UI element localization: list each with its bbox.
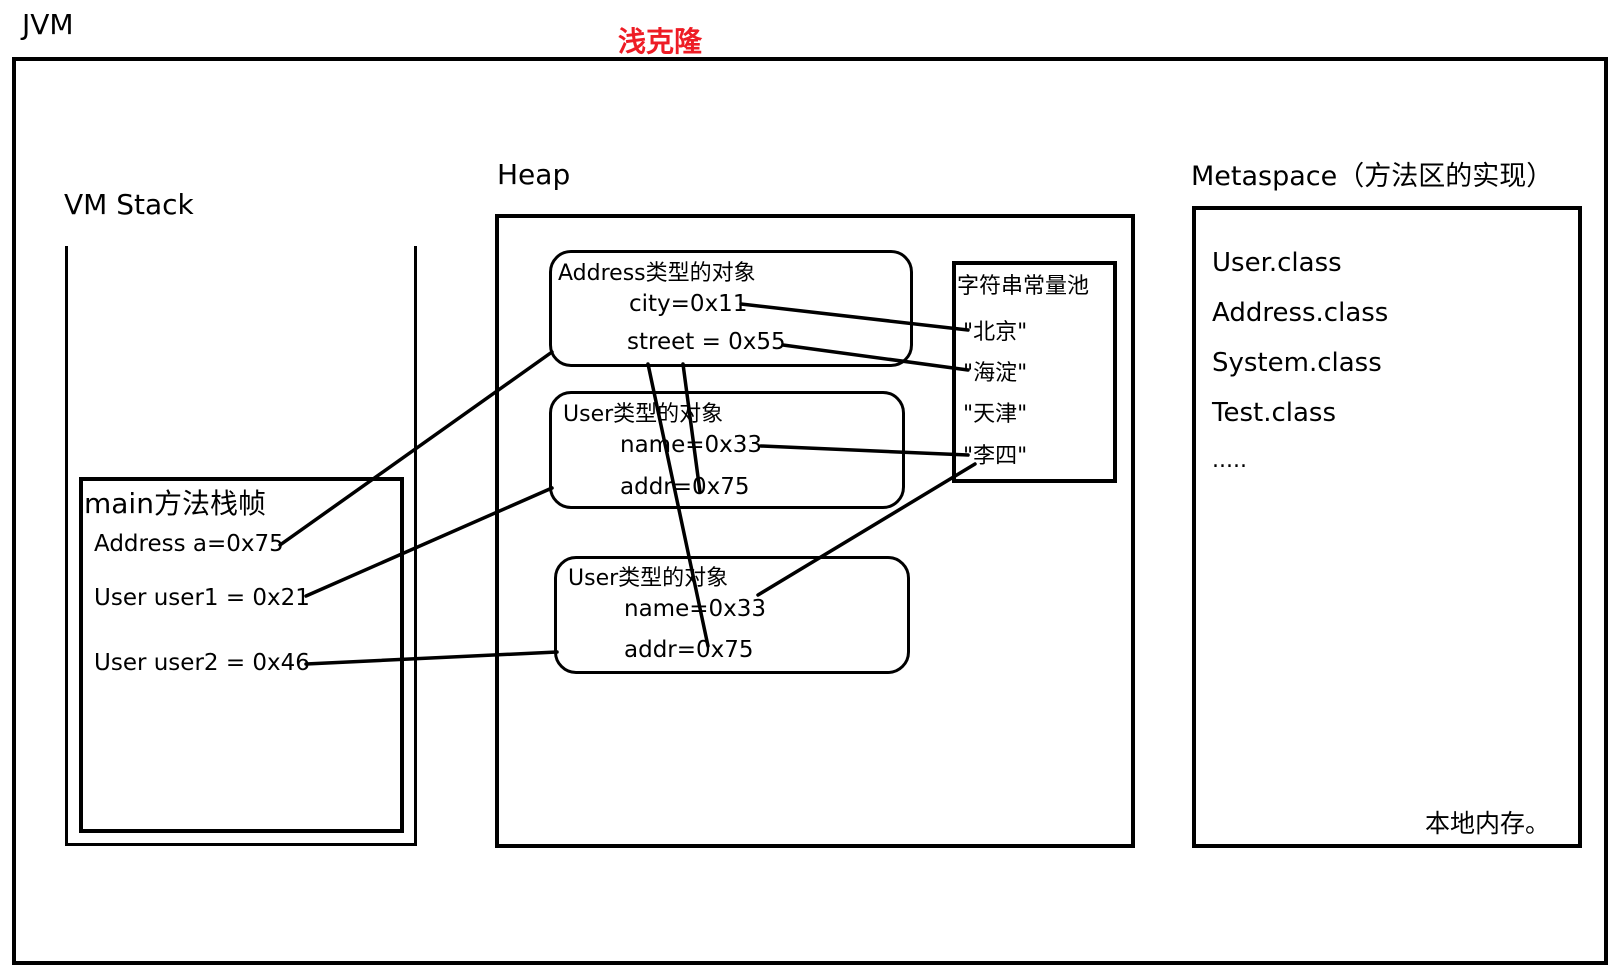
user2-field-name: name=0x33 — [624, 596, 767, 622]
diagram-title: 浅克隆 — [618, 25, 703, 58]
string-pool-title: 字符串常量池 — [957, 274, 1090, 299]
address-object-title: Address类型的对象 — [558, 261, 756, 286]
jvm-label: JVM — [22, 8, 74, 41]
string-constant-pool — [952, 261, 1117, 483]
address-field-street: street = 0x55 — [627, 329, 786, 355]
class-system: System.class — [1212, 348, 1382, 378]
stack-var-user1: User user1 = 0x21 — [94, 585, 310, 611]
class-address: Address.class — [1212, 298, 1389, 328]
stack-var-user2: User user2 = 0x46 — [94, 650, 310, 676]
metaspace-label: Metaspace（方法区的实现） — [1191, 161, 1554, 192]
string-entry-beijing: "北京" — [963, 320, 1028, 345]
class-ellipsis: ..... — [1212, 448, 1247, 473]
class-user: User.class — [1212, 248, 1342, 278]
string-entry-haidian: "海淀" — [963, 361, 1028, 386]
class-test: Test.class — [1212, 398, 1337, 428]
user-object-2 — [554, 556, 910, 674]
user-object-2-title: User类型的对象 — [568, 566, 729, 591]
string-entry-lisi: "李四" — [963, 444, 1028, 469]
vm-stack-label: VM Stack — [64, 188, 194, 221]
user1-field-name: name=0x33 — [620, 432, 763, 458]
native-memory-note: 本地内存。 — [1425, 809, 1551, 838]
stack-frame-title: main方法栈帧 — [84, 487, 266, 520]
string-entry-tianjin: "天津" — [963, 402, 1028, 427]
metaspace-container — [1192, 206, 1582, 848]
address-field-city: city=0x11 — [629, 291, 748, 317]
user1-field-addr: addr=0x75 — [620, 474, 750, 500]
user2-field-addr: addr=0x75 — [624, 637, 754, 663]
user-object-1-title: User类型的对象 — [563, 402, 724, 427]
jvm-container — [12, 57, 1608, 965]
heap-label: Heap — [497, 158, 571, 191]
stack-var-address-a: Address a=0x75 — [94, 531, 284, 557]
